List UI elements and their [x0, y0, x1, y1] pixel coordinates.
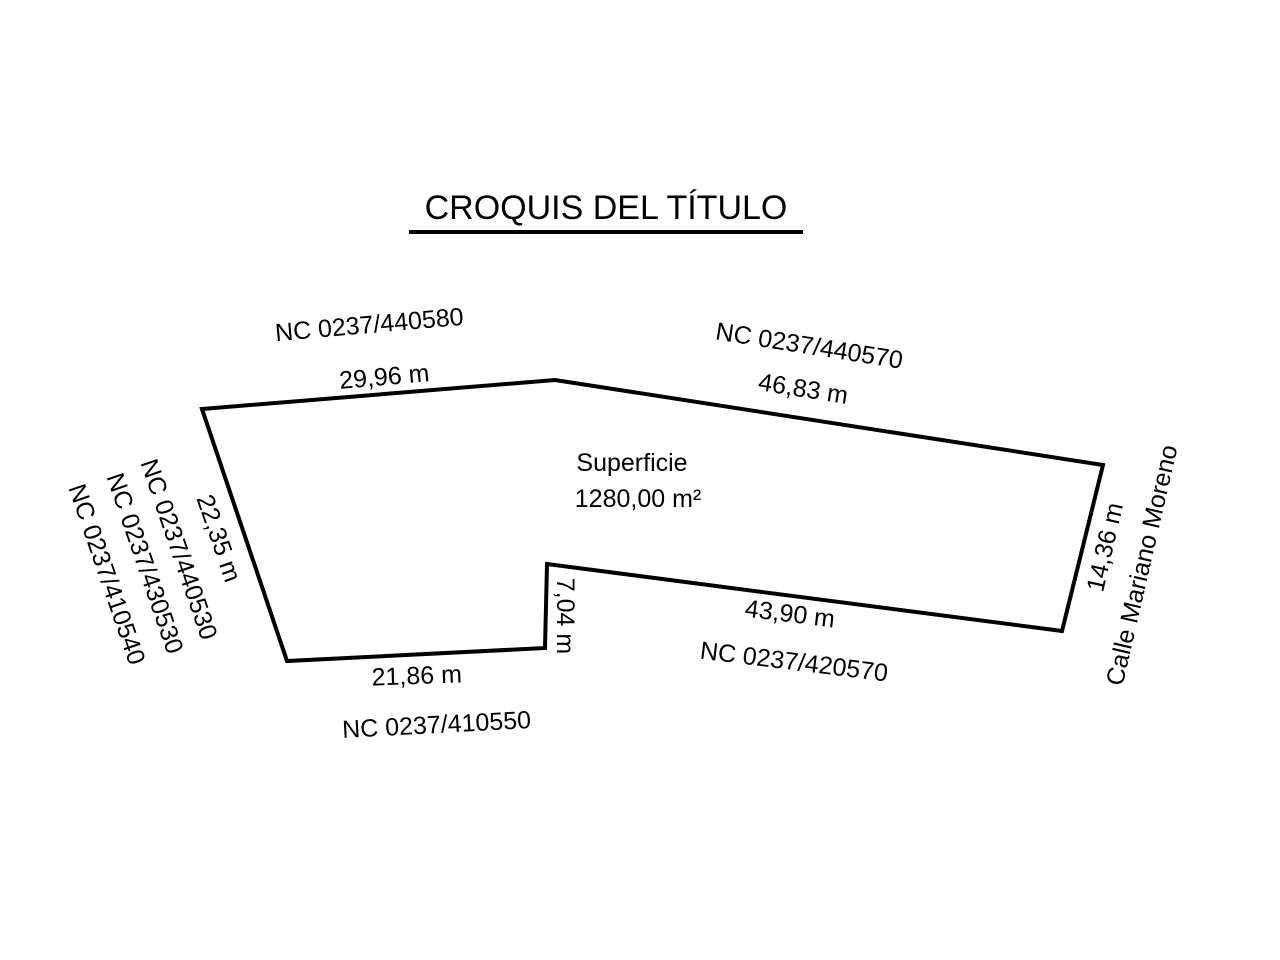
area-label: Superficie: [576, 449, 687, 477]
neighbor-north-east: NC 0237/440570: [714, 317, 905, 374]
side-north-east-length: 46,83 m: [756, 368, 850, 410]
side-inner-step-length: 7,04 m: [551, 578, 579, 654]
neighbor-south-east: NC 0237/420570: [698, 637, 889, 688]
neighbor-north-west: NC 0237/440580: [274, 303, 465, 347]
side-east-length: 14,36 m: [1081, 500, 1129, 594]
neighbor-south-west: NC 0237/410550: [341, 706, 531, 744]
side-south-west-length: 21,86 m: [371, 660, 462, 691]
parcel-outline: [199, 377, 1106, 664]
page-title: CROQUIS DEL TÍTULO: [425, 189, 788, 227]
area-value: 1280,00 m²: [575, 485, 701, 513]
